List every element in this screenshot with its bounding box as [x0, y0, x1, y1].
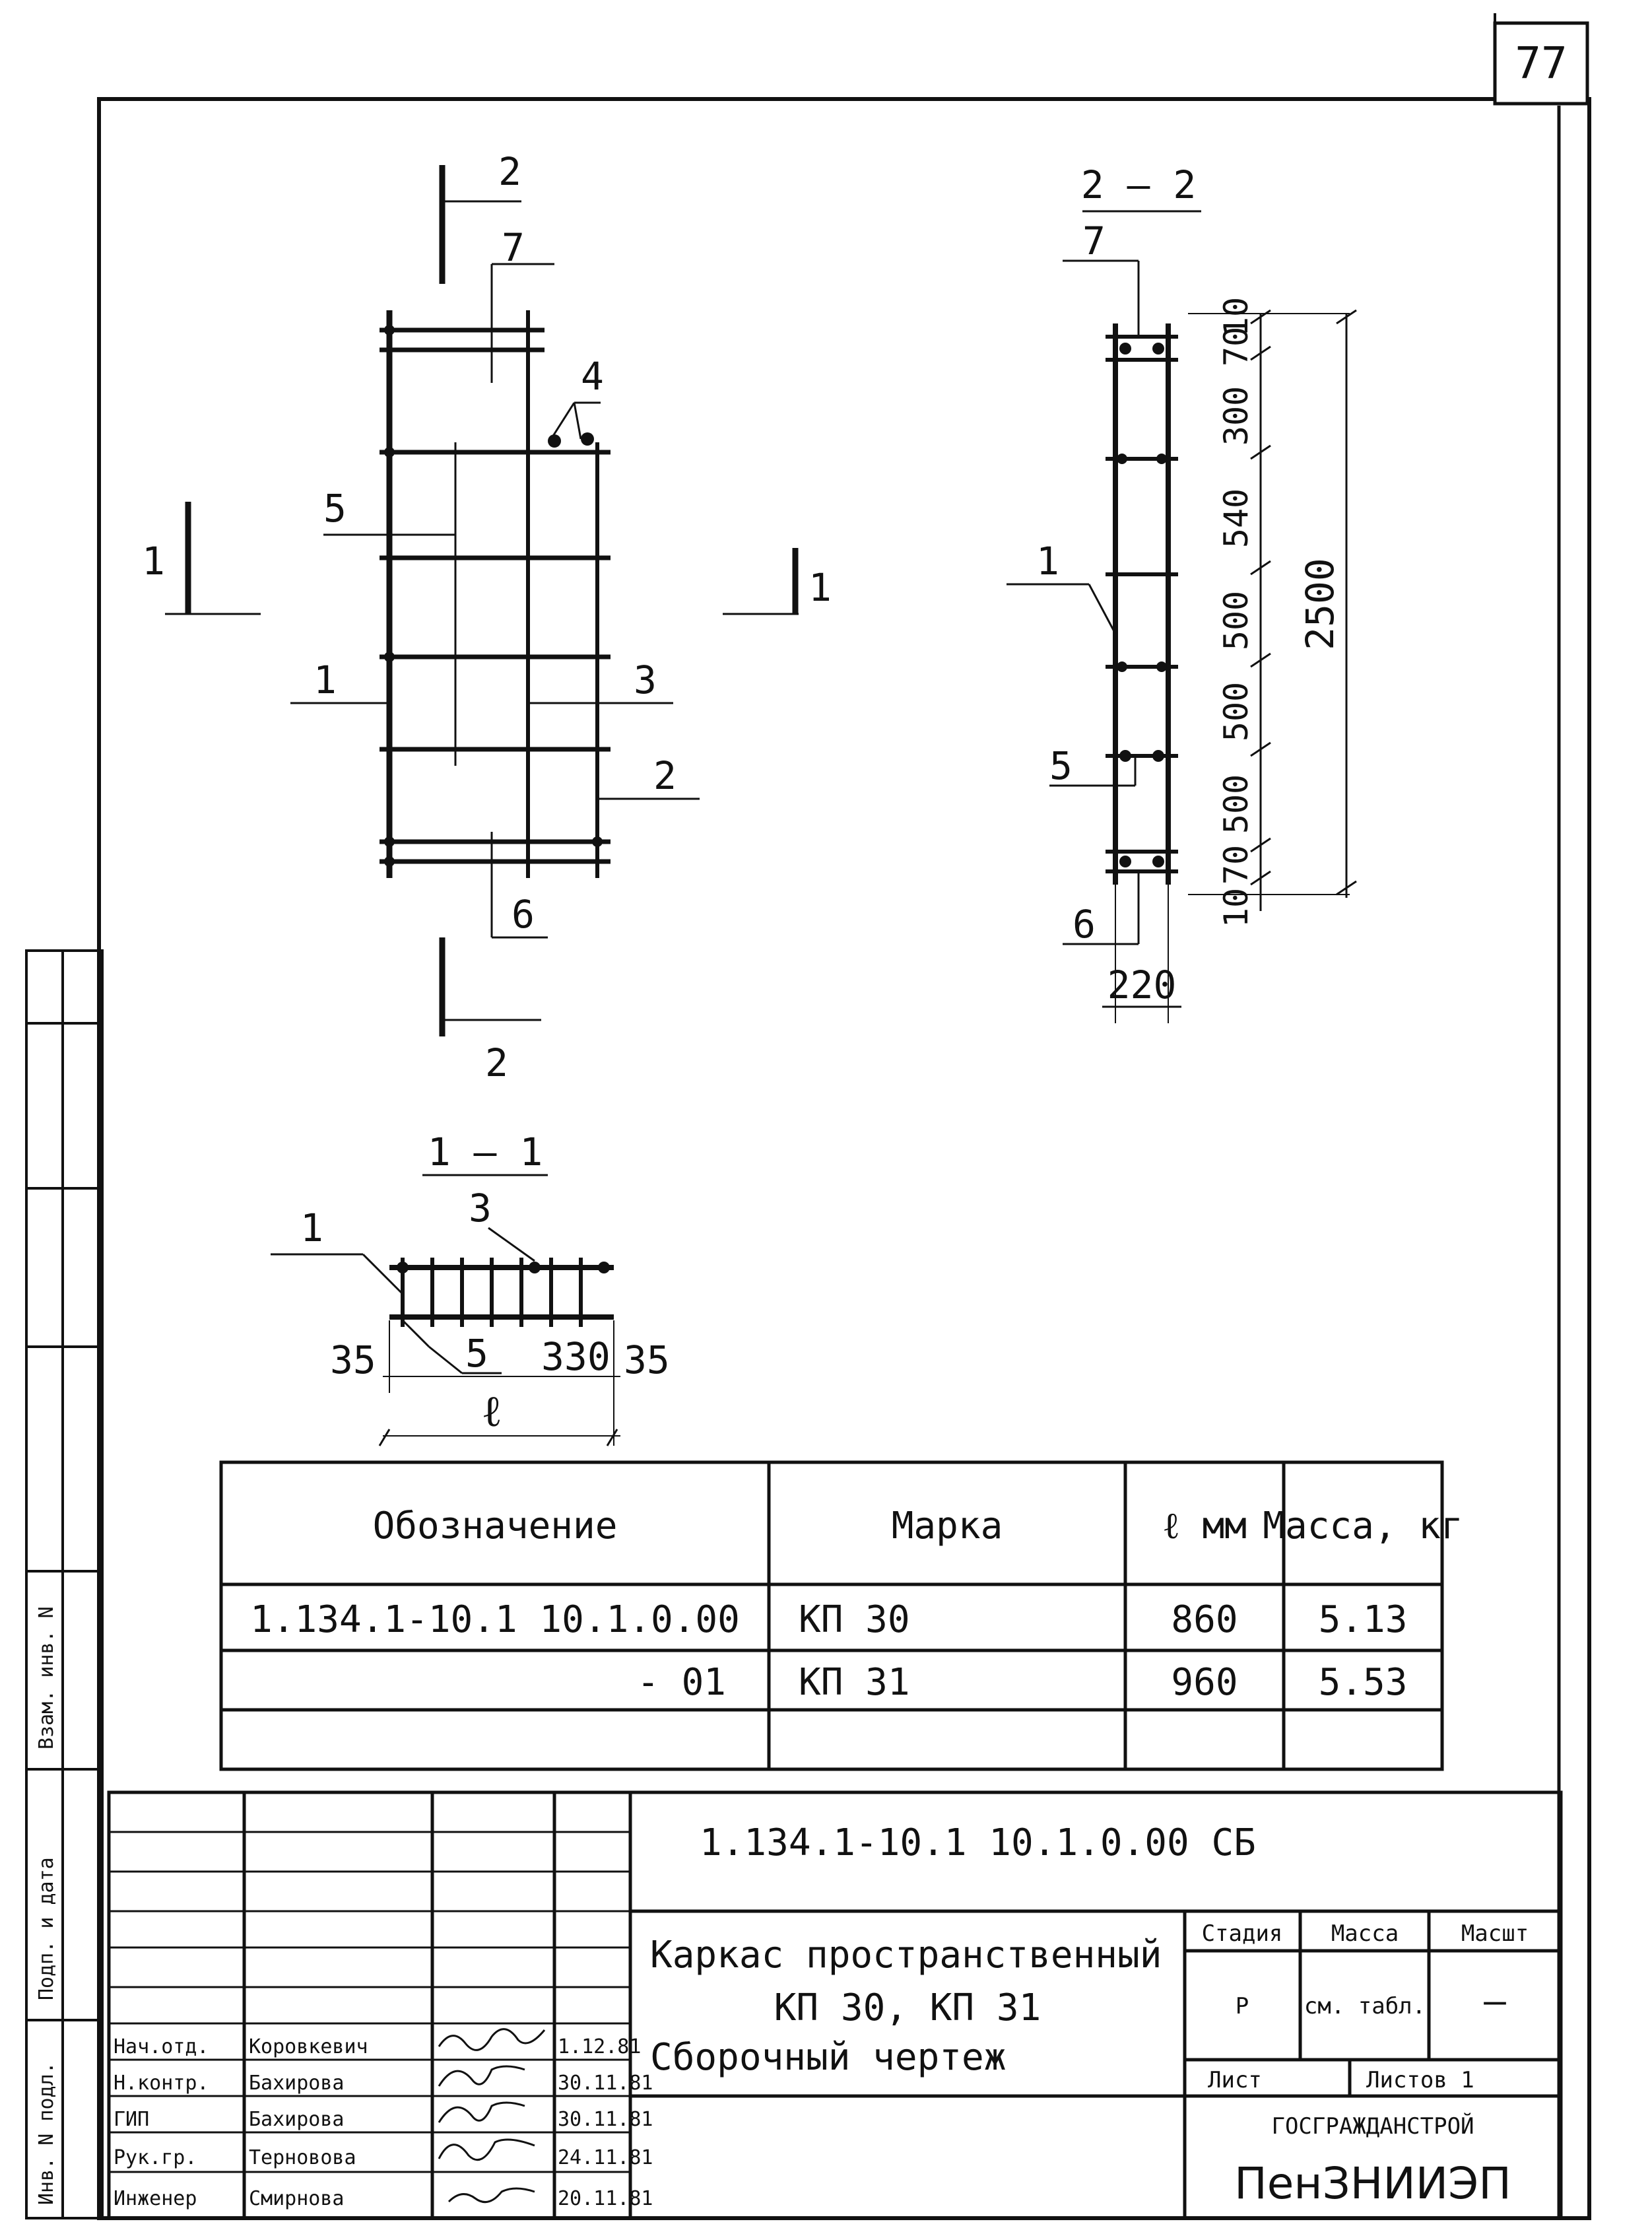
sig-row1-date: 1.12.81	[558, 2035, 641, 2058]
sig-row3-role: ГИП	[114, 2108, 149, 2131]
label-mass: Масса	[1331, 1920, 1399, 1947]
callout-4: 4	[581, 354, 604, 399]
section-2-2-dim-ticks	[1250, 309, 1357, 896]
spec-row1-length: 860	[1171, 1598, 1238, 1641]
handwritten-signatures	[438, 2028, 546, 2204]
callout-7: 7	[502, 225, 525, 270]
org-penzniiep: ПенЗНИИЭП	[1234, 2158, 1511, 2209]
label-scale: Масшт	[1461, 1920, 1529, 1947]
sig-row1-name: Коровкевич	[249, 2035, 368, 2058]
org-gosgrazhdanstroy: ГОСГРАЖДАНСТРОЙ	[1271, 2113, 1474, 2140]
s22-callout-5: 5	[1049, 743, 1073, 788]
spec-header-length: ℓ мм	[1162, 1505, 1247, 1547]
title-block-grid	[107, 1790, 1563, 2220]
sig-row1-role: Нач.отд.	[114, 2035, 209, 2058]
spec-row2-mass: 5.53	[1319, 1661, 1408, 1704]
sig-row5-role: Инженер	[114, 2187, 197, 2210]
spec-row1-mass: 5.13	[1319, 1598, 1408, 1641]
margin-inv-podl: Инв. N подл.	[35, 2062, 58, 2205]
spec-header-designation: Обозначение	[373, 1505, 618, 1547]
s22-callout-7: 7	[1082, 219, 1106, 263]
spec-row1-mark: КП 30	[799, 1598, 910, 1641]
spec-header-mark: Марка	[892, 1505, 1003, 1547]
spec-header-mass: Масса, кг	[1263, 1505, 1463, 1547]
sig-row2-name: Бахирова	[249, 2072, 345, 2095]
title-line-2: КП 30, КП 31	[774, 1986, 1041, 2029]
dim-overall: 2500	[1298, 558, 1342, 650]
spec-row1-designation: 1.134.1-10.1 10.1.0.00	[250, 1598, 740, 1641]
callout-3: 3	[634, 658, 657, 702]
s11-callout-5: 5	[465, 1331, 488, 1376]
left-margin-strip	[25, 949, 104, 2219]
section-2-2-nodes	[1117, 343, 1167, 867]
dim-v-3: 300	[1217, 386, 1255, 446]
sig-row4-name: Терновова	[249, 2146, 356, 2169]
title-line-3: Сборочный чертеж	[650, 2036, 1006, 2079]
dim-v-5: 500	[1217, 591, 1255, 650]
spec-row2-length: 960	[1171, 1661, 1238, 1704]
sig-row3-name: Бахирова	[249, 2108, 345, 2131]
margin-podp-data: Подп. и дата	[35, 1857, 58, 2000]
callout-1: 1	[314, 658, 337, 702]
section-2-2-title: 2 — 2	[1081, 162, 1197, 207]
dim-v-2: 70	[1217, 327, 1255, 366]
s22-callout-6: 6	[1073, 902, 1096, 947]
section-2-2-view	[1007, 210, 1350, 1023]
value-stage: Р	[1236, 1993, 1249, 2019]
callout-6: 6	[512, 892, 535, 937]
front-view-nodes	[384, 325, 603, 867]
front-cut-1-left: 1	[142, 539, 165, 584]
s11-dim-left: 35	[330, 1337, 376, 1382]
signatures-table: Нач.отд. Коровкевич 1.12.81 Н.контр. Бах…	[114, 2035, 653, 2210]
sig-row4-date: 24.11.81	[558, 2146, 653, 2169]
sig-row3-date: 30.11.81	[558, 2108, 653, 2131]
s22-width-dim: 220	[1107, 963, 1177, 1007]
section-1-1-nodes	[397, 1262, 610, 1273]
value-mass: см. табл.	[1304, 1993, 1426, 2019]
dim-v-6: 500	[1217, 682, 1255, 741]
sig-row4-role: Рук.гр.	[114, 2146, 197, 2169]
section-1-1-view	[271, 1174, 620, 1446]
section-1-1-title: 1 — 1	[428, 1130, 543, 1174]
s22-callout-1: 1	[1036, 539, 1059, 584]
s11-dim-length: ℓ	[481, 1386, 502, 1437]
callout-2: 2	[653, 753, 677, 798]
sheet-number: 77	[1515, 38, 1567, 88]
dim-v-8: 70	[1217, 845, 1255, 885]
title-line-1: Каркас пространственный	[650, 1934, 1162, 1977]
front-cut-2-bottom: 2	[485, 1040, 508, 1085]
sig-row2-role: Н.контр.	[114, 2072, 209, 2095]
sig-row5-date: 20.11.81	[558, 2187, 653, 2210]
s11-dim-mid: 330	[541, 1334, 611, 1379]
title-block-code: 1.134.1-10.1 10.1.0.00 СБ	[700, 1821, 1256, 1864]
sig-row5-name: Смирнова	[249, 2187, 345, 2210]
spec-row2-designation: - 01	[637, 1661, 726, 1704]
label-sheets: Листов 1	[1366, 2067, 1474, 2093]
front-view	[165, 165, 799, 1036]
spec-row2-mark: КП 31	[799, 1661, 910, 1704]
front-cut-1-right: 1	[809, 565, 832, 610]
dim-v-7: 500	[1217, 774, 1255, 834]
value-scale: —	[1484, 1980, 1506, 2023]
dim-v-1: 10	[1217, 297, 1255, 337]
callout-5: 5	[323, 486, 347, 531]
dim-v-4: 540	[1217, 489, 1255, 548]
dim-v-9: 10	[1217, 888, 1255, 928]
sig-row2-date: 30.11.81	[558, 2072, 653, 2095]
spec-table-grid	[219, 1460, 1444, 1771]
sheet-frame	[97, 13, 1591, 2220]
label-stage: Стадия	[1202, 1920, 1283, 1947]
front-cut-2-top: 2	[498, 149, 521, 194]
s11-callout-3: 3	[469, 1186, 492, 1231]
s11-dim-right: 35	[624, 1337, 670, 1382]
margin-vzam-inv: Взам. инв. N	[35, 1606, 58, 1749]
label-sheet: Лист	[1208, 2067, 1262, 2093]
s11-callout-1: 1	[300, 1205, 323, 1250]
